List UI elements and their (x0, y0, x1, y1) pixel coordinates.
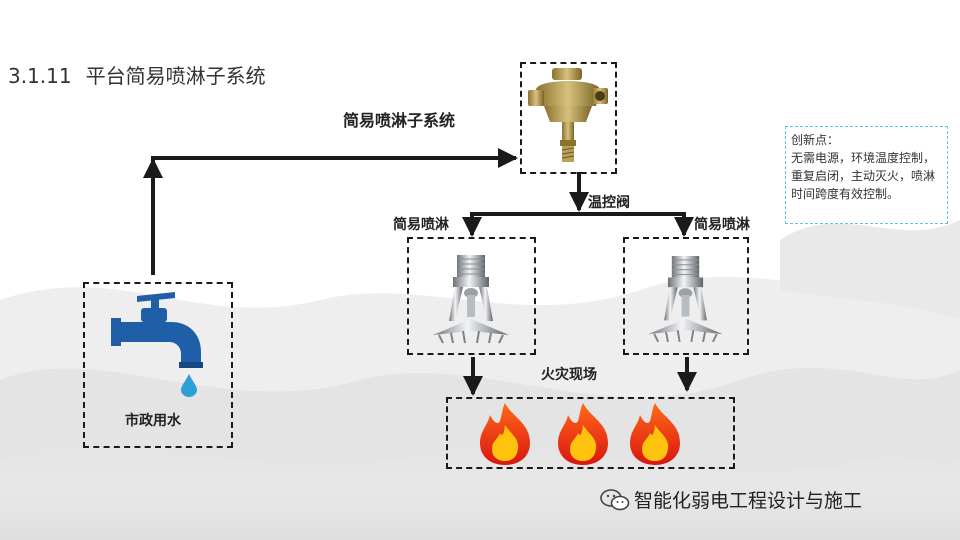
section-number: 3.1.11 (8, 64, 72, 88)
flame-icon (630, 403, 680, 465)
flame-icon (480, 403, 530, 465)
fire-scene-box (446, 397, 735, 469)
municipal-water-box: 市政用水 (83, 282, 233, 448)
sprinkler-left-label: 简易喷淋 (393, 217, 449, 233)
note-body: 无需电源，环境温度控制，重复启闭，主动灭火，喷淋时间跨度有效控制。 (791, 151, 936, 201)
sprinkler-icon (433, 255, 509, 344)
wechat-icon (600, 489, 630, 511)
valve-box (520, 62, 617, 174)
flame-icon (558, 403, 608, 465)
valve-label: 温控阀 (588, 195, 630, 211)
sprinkler-icon (648, 255, 723, 343)
fire-scene-label: 火灾现场 (541, 367, 597, 383)
sprinkler-right-label: 简易喷淋 (694, 217, 750, 233)
sprinkler-right-box (623, 237, 749, 355)
faucet-icon (111, 292, 203, 397)
valve-icon (528, 68, 608, 162)
note-heading: 创新点： (791, 133, 840, 147)
flames (480, 403, 680, 465)
page-title: 3.1.11 平台简易喷淋子系统 (8, 60, 266, 89)
title-text: 平台简易喷淋子系统 (85, 64, 266, 88)
water-drop-icon (181, 374, 197, 397)
innovation-note: 创新点： 无需电源，环境温度控制，重复启闭，主动灭火，喷淋时间跨度有效控制。 (785, 126, 948, 224)
municipal-water-label: 市政用水 (125, 413, 181, 429)
watermark: 智能化弱电工程设计与施工 (600, 486, 862, 513)
sprinkler-left-box (407, 237, 536, 355)
watermark-text: 智能化弱电工程设计与施工 (634, 490, 863, 512)
subsystem-label: 简易喷淋子系统 (343, 111, 456, 130)
